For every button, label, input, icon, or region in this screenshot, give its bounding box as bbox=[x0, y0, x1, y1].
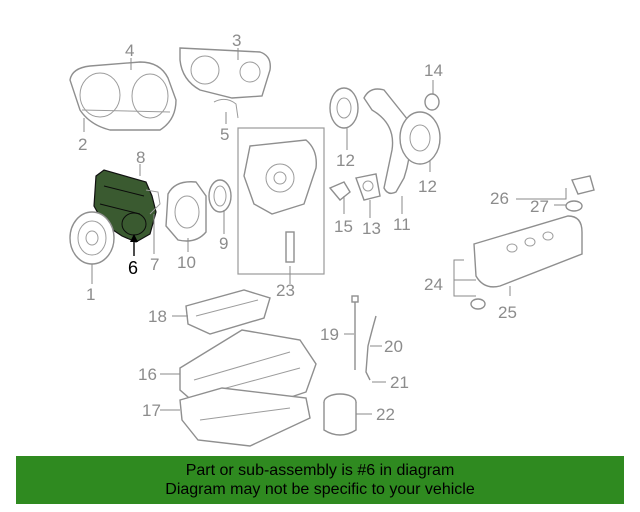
callout-3: 3 bbox=[232, 31, 241, 50]
callout-5: 5 bbox=[220, 125, 229, 144]
callout-23: 23 bbox=[276, 281, 295, 300]
banner-line-2: Diagram may not be specific to your vehi… bbox=[165, 481, 475, 498]
callout-22: 22 bbox=[376, 405, 395, 424]
callout-13: 13 bbox=[362, 219, 381, 238]
part-timing-belt[interactable] bbox=[363, 88, 441, 195]
part-head-cover[interactable] bbox=[179, 47, 271, 99]
part-cam-pulley-upper[interactable] bbox=[329, 87, 359, 129]
part-seal-retainer[interactable] bbox=[165, 181, 207, 242]
part-timing-cover-upper[interactable] bbox=[69, 61, 177, 131]
callout-12b: 12 bbox=[418, 177, 437, 196]
callout-6-arrow bbox=[130, 234, 138, 256]
callout-18: 18 bbox=[148, 307, 167, 326]
callout-20: 20 bbox=[384, 337, 403, 356]
callout-8: 8 bbox=[136, 148, 145, 167]
leader-lines bbox=[83, 48, 567, 415]
part-tensioner-13[interactable] bbox=[355, 173, 381, 201]
part-oil-cap[interactable] bbox=[565, 175, 595, 212]
callout-4: 4 bbox=[125, 41, 134, 60]
callout-19: 19 bbox=[320, 325, 339, 344]
part-valve-cover[interactable] bbox=[470, 215, 583, 310]
part-gasket-5[interactable] bbox=[213, 98, 239, 119]
callout-1: 1 bbox=[86, 285, 95, 304]
part-baffle-plate[interactable] bbox=[185, 289, 271, 335]
info-banner: Part or sub-assembly is #6 in diagram Di… bbox=[16, 456, 624, 504]
callout-7: 7 bbox=[150, 255, 159, 274]
callout-11: 11 bbox=[393, 215, 411, 234]
callout-17: 17 bbox=[142, 401, 161, 420]
callout-21: 21 bbox=[390, 373, 409, 392]
part-tensioner-15[interactable] bbox=[328, 181, 351, 201]
parts-diagram: 1 2 3 4 5 6 7 8 9 10 11 12 12 13 14 15 1… bbox=[69, 31, 595, 447]
callout-14: 14 bbox=[424, 61, 443, 80]
callout-15: 15 bbox=[334, 217, 353, 236]
part-oil-filter[interactable] bbox=[323, 393, 357, 436]
callout-25: 25 bbox=[498, 303, 517, 322]
callout-6: 6 bbox=[128, 258, 138, 278]
callout-26: 26 bbox=[490, 189, 509, 208]
part-oil-pan-lower[interactable] bbox=[179, 387, 311, 447]
callout-16: 16 bbox=[138, 365, 157, 384]
part-crank-pulley[interactable] bbox=[69, 211, 115, 265]
banner-line-1: Part or sub-assembly is #6 in diagram bbox=[185, 462, 455, 479]
part-bracket-8[interactable] bbox=[145, 189, 161, 215]
callout-labels: 1 2 3 4 5 6 7 8 9 10 11 12 12 13 14 15 1… bbox=[78, 31, 549, 424]
callout-24: 24 bbox=[424, 275, 443, 294]
callout-9: 9 bbox=[219, 234, 228, 253]
callout-10: 10 bbox=[177, 253, 196, 272]
callout-2: 2 bbox=[78, 135, 87, 154]
part-oil-pump-box[interactable] bbox=[237, 127, 325, 275]
part-oil-seal[interactable] bbox=[208, 179, 232, 213]
callout-27: 27 bbox=[530, 197, 549, 216]
part-idler-14[interactable] bbox=[424, 93, 440, 111]
part-dipstick[interactable] bbox=[351, 295, 377, 381]
callout-12a: 12 bbox=[336, 151, 355, 170]
